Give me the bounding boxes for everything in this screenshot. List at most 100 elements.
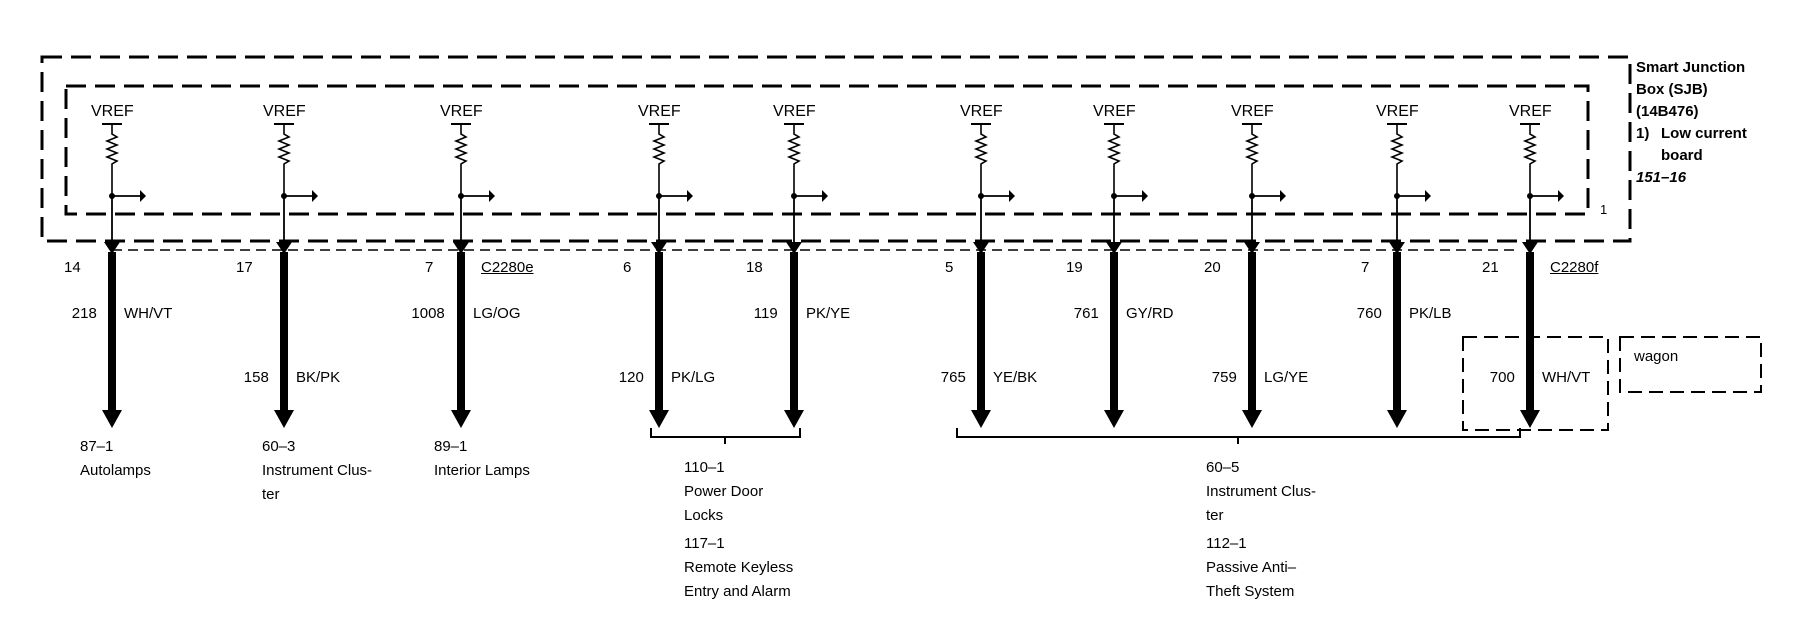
switch-terminal — [687, 190, 693, 202]
vref-label: VREF — [1231, 103, 1274, 120]
connector-terminal — [973, 242, 989, 254]
vref-label: VREF — [960, 103, 1003, 120]
switch-terminal — [1142, 190, 1148, 202]
connector-terminal — [104, 242, 120, 254]
connector-terminal — [453, 242, 469, 254]
vref-label: VREF — [1093, 103, 1136, 120]
wire-arrow — [971, 410, 991, 428]
module-page-ref: 151–16 — [1636, 169, 1687, 186]
connector-terminal — [786, 242, 802, 254]
circuit-number: 765 — [940, 369, 966, 386]
module-title-line-1: Smart Junction — [1636, 59, 1746, 76]
pullup-resistor — [973, 124, 989, 196]
connector-id: C2280f — [1550, 259, 1599, 276]
vref-label: VREF — [91, 103, 134, 120]
pin-number: 5 — [945, 259, 954, 276]
pin-number: 7 — [1361, 259, 1370, 276]
destination-text: ter — [262, 486, 280, 503]
wire-arrow — [1104, 410, 1124, 428]
pullup-resistor — [786, 124, 802, 196]
wire-arrow — [1242, 410, 1262, 428]
wire-arrow — [451, 410, 471, 428]
circuit-number: 700 — [1489, 369, 1515, 386]
destination-text: 117–1 — [684, 535, 725, 552]
destination-text: Power Door — [684, 483, 764, 500]
pin-number: 21 — [1482, 259, 1499, 276]
wire-color: GY/RD — [1126, 305, 1174, 322]
destination-text: Theft System — [1206, 583, 1295, 600]
board-name-line-1: Low current — [1661, 125, 1747, 142]
destination-text: 60–3 — [262, 438, 296, 455]
wire-arrow — [1387, 410, 1407, 428]
switch-terminal — [1425, 190, 1431, 202]
pin-number: 6 — [623, 259, 632, 276]
pin-number: 20 — [1204, 259, 1221, 276]
pin-number: 14 — [64, 259, 81, 276]
pullup-resistor — [651, 124, 667, 196]
wire-arrow — [102, 410, 122, 428]
wire-color: WH/VT — [124, 305, 173, 322]
wire-color: WH/VT — [1542, 369, 1591, 386]
vref-label: VREF — [440, 103, 483, 120]
vref-label: VREF — [1376, 103, 1419, 120]
vref-label: VREF — [773, 103, 816, 120]
wire-color: YE/BK — [993, 369, 1038, 386]
destination-text: 110–1 — [684, 459, 725, 476]
pullup-resistor — [104, 124, 120, 196]
circuit-number: 119 — [753, 305, 778, 322]
wire-color: PK/LG — [671, 369, 716, 386]
wire-color: LG/YE — [1264, 369, 1309, 386]
vref-label: VREF — [638, 103, 681, 120]
switch-terminal — [312, 190, 318, 202]
connector-terminal — [1106, 242, 1122, 254]
wire-color: PK/YE — [806, 305, 851, 322]
wagon-note-box — [1619, 336, 1762, 393]
bracket-power-door-locks — [650, 428, 801, 444]
channels-layer — [102, 123, 1564, 428]
connector-terminal — [1389, 242, 1405, 254]
wire-arrow — [784, 410, 804, 428]
switch-terminal — [822, 190, 828, 202]
wire-arrow — [274, 410, 294, 428]
wire-color: LG/OG — [473, 305, 521, 322]
board-ref-number: 1 — [1600, 202, 1608, 217]
connector-terminal — [276, 242, 292, 254]
destination-text: Passive Anti– — [1206, 559, 1297, 576]
wire-arrow — [1520, 410, 1540, 428]
low-current-board-boundary — [64, 84, 1590, 216]
pullup-resistor — [1106, 124, 1122, 196]
wagon-option-box — [1462, 336, 1609, 431]
pullup-resistor — [1244, 124, 1260, 196]
wire-arrow — [649, 410, 669, 428]
sjb-outer-boundary — [40, 55, 1632, 243]
destination-text: Remote Keyless — [684, 559, 794, 576]
circuit-number: 1008 — [411, 305, 445, 322]
module-title-line-2: Box (SJB) — [1636, 81, 1708, 98]
circuit-number: 759 — [1211, 369, 1237, 386]
pullup-resistor — [453, 124, 469, 196]
wire-color: PK/LB — [1409, 305, 1452, 322]
connector-id: C2280e — [481, 259, 534, 276]
board-number: 1) — [1636, 125, 1650, 142]
connector-terminal — [1522, 242, 1538, 254]
circuit-number: 120 — [618, 369, 644, 386]
pullup-resistor — [276, 124, 292, 196]
destination-text: 112–1 — [1206, 535, 1247, 552]
vref-label: VREF — [263, 103, 306, 120]
pin-number: 7 — [425, 259, 434, 276]
destination-text: Instrument Clus- — [1206, 483, 1317, 500]
destination-text: 89–1 — [434, 438, 468, 455]
destination-text: Autolamps — [80, 462, 151, 479]
pullup-resistor — [1522, 124, 1538, 196]
pin-number: 17 — [236, 259, 253, 276]
connector-terminal — [1244, 242, 1260, 254]
pin-number: 18 — [746, 259, 763, 276]
switch-terminal — [140, 190, 146, 202]
switch-terminal — [1280, 190, 1286, 202]
switch-terminal — [1558, 190, 1564, 202]
pin-number: 19 — [1066, 259, 1083, 276]
bracket-instrument-cluster — [956, 428, 1521, 444]
circuit-number: 761 — [1073, 305, 1099, 322]
board-name-line-2: board — [1661, 147, 1703, 164]
